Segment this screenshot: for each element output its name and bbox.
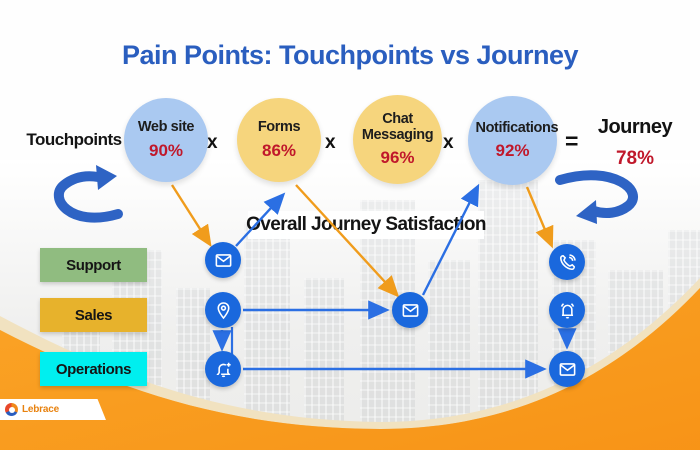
page-title: Pain Points: Touchpoints vs Journey xyxy=(121,40,579,70)
journey-value: 78% xyxy=(615,148,655,169)
touchpoint-circle-notifications: Notifications 92% xyxy=(468,96,559,185)
journey-label: Journey xyxy=(597,116,673,138)
touchpoint-name: Forms xyxy=(257,119,301,136)
email-icon xyxy=(549,351,585,387)
touchpoint-circle-forms: Forms 86% xyxy=(237,98,321,182)
dept-label: Operations xyxy=(55,360,132,378)
touchpoint-score: 92% xyxy=(495,141,530,161)
touchpoint-name: Notifications xyxy=(475,119,559,136)
email-icon xyxy=(205,242,241,278)
touchpoints-label: Touchpoints xyxy=(26,130,122,149)
arrow-website-to-support-email xyxy=(170,184,212,248)
cycle-arrow-icon xyxy=(53,165,123,223)
dept-label: Sales xyxy=(74,306,113,324)
arrow-notifications-to-phone xyxy=(525,186,554,249)
overall-caption: Overall Journey Satisfaction xyxy=(246,214,486,235)
bell-plus-icon xyxy=(205,351,241,387)
dept-box-support: Support xyxy=(40,248,147,282)
equals-sign: = xyxy=(565,128,579,154)
arrow-center-email-to-notifications xyxy=(421,183,480,296)
touchpoint-score: 96% xyxy=(380,148,415,168)
logo-text: Lebrace xyxy=(22,404,59,415)
bell-ringing-icon xyxy=(549,292,585,328)
logo-icon xyxy=(5,403,18,416)
multiply-sign: x xyxy=(207,132,218,153)
dept-label: Support xyxy=(66,256,121,274)
dept-box-sales: Sales xyxy=(40,298,147,332)
arrow-support-email-to-forms xyxy=(235,192,286,247)
cycle-arrow-icon xyxy=(555,170,638,224)
location-pin-icon xyxy=(205,292,241,328)
touchpoint-circle-chat-messaging: Chat Messaging 96% xyxy=(353,95,442,184)
touchpoint-name: Web site xyxy=(137,119,195,136)
journey-result: Journey 78% xyxy=(592,116,678,170)
arrow-forms-to-center-email xyxy=(295,184,400,298)
touchpoint-score: 90% xyxy=(148,140,184,160)
touchpoint-circle-website: Web site 90% xyxy=(124,98,208,182)
logo: Lebrace xyxy=(0,399,106,420)
touchpoint-score: 86% xyxy=(261,140,297,160)
phone-in-talk-icon xyxy=(549,244,585,280)
multiply-sign: x xyxy=(443,132,454,153)
dept-box-operations: Operations xyxy=(40,352,147,386)
email-icon xyxy=(392,292,428,328)
multiply-sign: x xyxy=(325,132,336,153)
touchpoint-name: Chat Messaging xyxy=(361,110,434,143)
overall-caption-band: Overall Journey Satisfaction xyxy=(246,211,487,239)
